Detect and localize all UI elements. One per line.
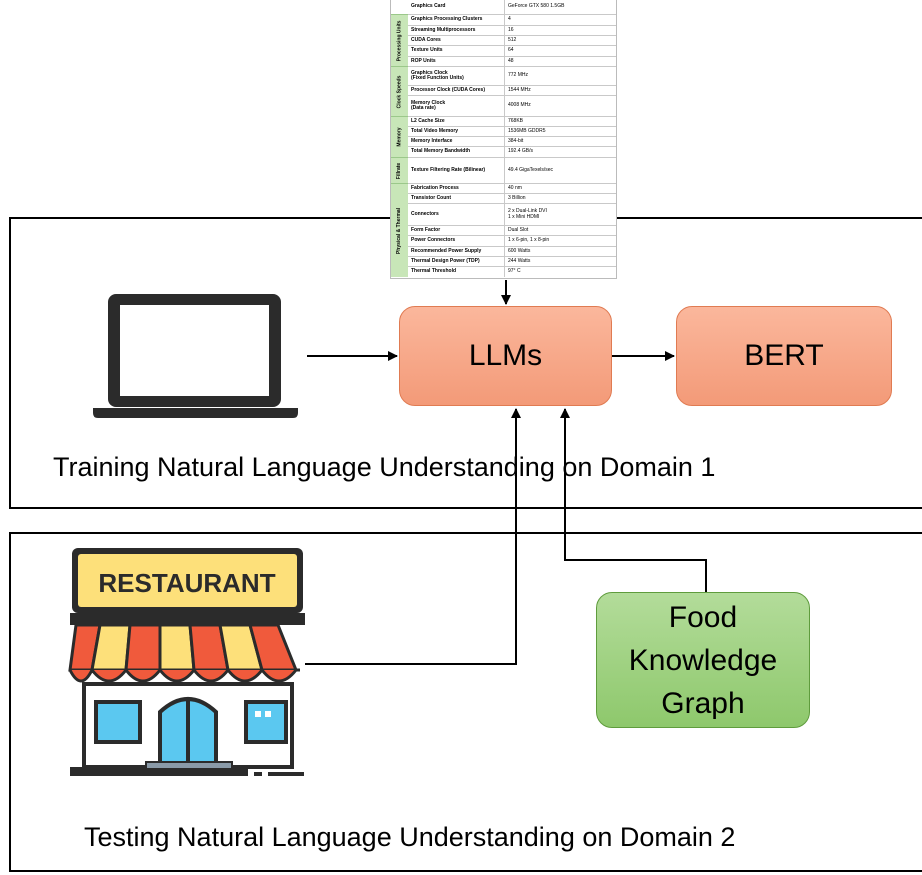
spec-value: 4 [508, 16, 511, 23]
spec-value: 40 nm [508, 184, 522, 191]
spec-value: 16 [508, 26, 514, 33]
spec-value: 772 MHz [508, 72, 529, 79]
spec-label: Texture Units [408, 46, 505, 56]
spec-row: Thermal Design Power (TDP)244 Watts [408, 256, 616, 266]
spec-value: 3 Billion [508, 194, 526, 201]
llms-node: LLMs [399, 306, 612, 406]
spec-label: Recommended Power Supply [408, 247, 505, 256]
spec-label: Thermal Threshold [408, 267, 505, 277]
spec-label: Texture Filtering Rate (Bilinear) [408, 158, 505, 183]
restaurant-storefront-icon: RESTAURANT [68, 548, 305, 776]
domain1-caption: Training Natural Language Understanding … [53, 452, 716, 482]
spec-value: 1544 MHz [508, 86, 531, 93]
bert-node: BERT [676, 306, 892, 406]
spec-value: 64 [508, 47, 514, 54]
spec-label: Power Connectors [408, 236, 505, 246]
spec-row: Memory Clock (Data rate)4008 MHz [408, 95, 616, 116]
spec-label: Memory Interface [408, 137, 505, 146]
spec-label: Total Memory Bandwidth [408, 147, 505, 157]
spec-value: GeForce GTX 580 1.5GB [508, 3, 565, 10]
spec-group-label: Memory [391, 116, 408, 157]
spec-value: 512 [508, 36, 517, 43]
restaurant-sign-text: RESTAURANT [98, 568, 275, 598]
spec-row: Texture Filtering Rate (Bilinear)49.4 Gi… [408, 157, 616, 183]
spec-label: ROP Units [408, 57, 505, 66]
spec-label: Graphics Clock (Fixed Function Units) [408, 67, 505, 85]
spec-value: 600 Watts [508, 247, 531, 254]
domain2-caption: Testing Natural Language Understanding o… [84, 822, 736, 852]
arrow-restaurant-to-llms [305, 408, 521, 665]
food-knowledge-graph-node: Food Knowledge Graph [596, 592, 810, 728]
spec-group-label: Physical & Thermal [391, 183, 408, 277]
spec-value: 768KB [508, 117, 524, 124]
spec-value: 1536MB GDDR5 [508, 127, 546, 134]
spec-value: 244 Watts [508, 257, 531, 264]
spec-group-label: Clock Speeds [391, 66, 408, 116]
laptop-icon [93, 294, 298, 418]
spec-label: L2 Cache Size [408, 117, 505, 126]
spec-value: 48 [508, 57, 514, 64]
spec-value: 2 x Dual-Link DVI 1 x Mini HDMI [508, 208, 547, 220]
spec-value: 97° C [508, 268, 521, 275]
spec-value: Dual Slot [508, 226, 529, 233]
spec-value: 4008 MHz [508, 102, 531, 109]
spec-label: Processor Clock (CUDA Cores) [408, 86, 505, 95]
spec-row: Graphics Clock (Fixed Function Units)772… [408, 66, 616, 85]
spec-label: Graphics Card [408, 0, 505, 14]
arrow-food-kg-to-llms [560, 408, 707, 592]
spec-value: 192.4 GB/s [508, 148, 534, 155]
spec-value: 49.4 GigaTexels/sec [508, 166, 554, 173]
spec-group-label: Processing Units [391, 14, 408, 66]
spec-label: Fabrication Process [408, 184, 505, 193]
spec-label: Streaming Multiprocessors [408, 26, 505, 35]
spec-group-label: Fillrate [391, 157, 408, 183]
spec-value: 384-bit [508, 137, 524, 144]
spec-label: Connectors [408, 204, 505, 225]
spec-label: CUDA Cores [408, 36, 505, 45]
spec-label: Transistor Count [408, 194, 505, 203]
domain2-frame [9, 532, 922, 872]
spec-row: Processor Clock (CUDA Cores)1544 MHz [408, 85, 616, 95]
spec-label: Memory Clock (Data rate) [408, 96, 505, 116]
spec-value: 1 x 6-pin, 1 x 8-pin [508, 237, 550, 244]
spec-label: Graphics Processing Clusters [408, 15, 505, 25]
spec-label: Form Factor [408, 226, 505, 235]
spec-label: Thermal Design Power (TDP) [408, 257, 505, 266]
spec-label: Total Video Memory [408, 127, 505, 136]
